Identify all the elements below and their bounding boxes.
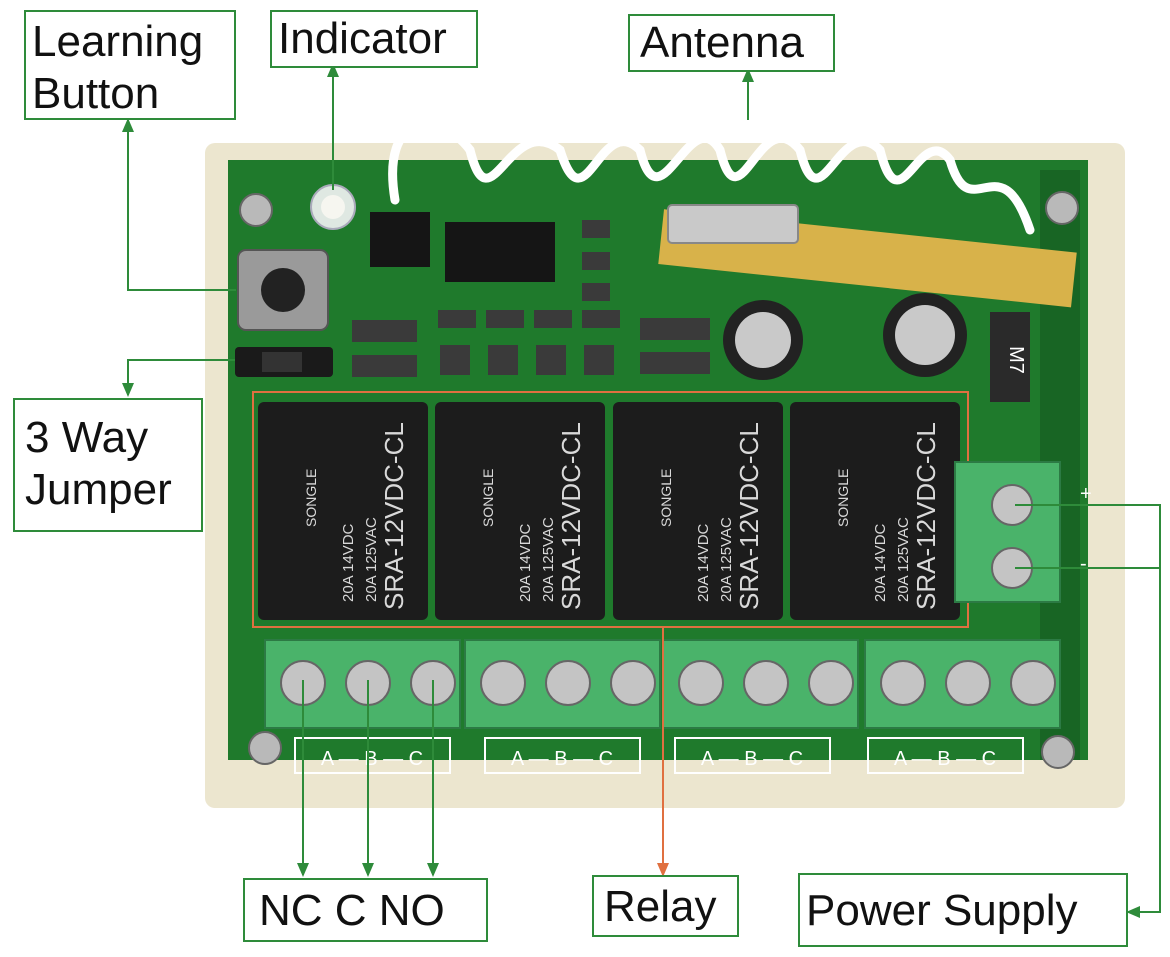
terminal-screw xyxy=(545,660,591,706)
power-terminal: + - xyxy=(954,461,1092,603)
learning-button-line1: Learning xyxy=(32,17,204,66)
relay-3-rating2: 20A 125VAC xyxy=(718,517,735,602)
indicator-led xyxy=(310,184,356,230)
terminal-screw xyxy=(678,660,724,706)
polarity-minus: - xyxy=(1080,553,1087,575)
jumper-line2: Jumper xyxy=(25,465,172,514)
eeprom-chip xyxy=(370,212,430,267)
terminal-label-3: A — B — C xyxy=(701,748,803,770)
relay-3-model: SRA-12VDC-CL xyxy=(734,422,764,610)
terminal-screw xyxy=(610,660,656,706)
jumper-line1: 3 Way xyxy=(25,413,149,462)
polarity-plus: + xyxy=(1080,483,1092,505)
relay-4-rating2: 20A 125VAC xyxy=(895,517,912,602)
terminal-screw xyxy=(743,660,789,706)
terminal-screw xyxy=(480,660,526,706)
learning-button-line2: Button xyxy=(32,69,160,118)
terminal-labels: A — B — C A — B — C A — B — C A — B — C xyxy=(294,737,1024,774)
decoder-chip xyxy=(445,222,555,282)
antenna-label: Antenna xyxy=(628,14,835,72)
learning-leader xyxy=(127,120,236,291)
power-supply-label: Power Supply xyxy=(798,873,1128,947)
relay-1-brand: SONGLE xyxy=(303,469,319,527)
arrowheads xyxy=(122,63,1140,918)
terminal-label-4: A — B — C xyxy=(894,748,996,770)
terminal-screw xyxy=(945,660,991,706)
relay-1-rating1: 20A 14VDC xyxy=(340,523,357,602)
learning-button-label: Learning Button xyxy=(24,10,236,120)
antenna-text: Antenna xyxy=(640,18,804,67)
three-way-jumper-label: 3 Way Jumper xyxy=(13,398,203,532)
indicator-text: Indicator xyxy=(278,14,447,63)
relay-4-rating1: 20A 14VDC xyxy=(872,523,889,602)
terminal-label-1: A — B — C xyxy=(321,748,423,770)
jumper xyxy=(235,347,333,377)
relay-2-brand: SONGLE xyxy=(480,469,496,527)
relay-1: SRA-12VDC-CL SONGLE 20A 14VDC 20A 125VAC xyxy=(258,402,428,620)
relay-2-model: SRA-12VDC-CL xyxy=(556,422,586,610)
nc-c-no-text: NC C NO xyxy=(259,886,445,935)
relay-3-rating1: 20A 14VDC xyxy=(695,523,712,602)
nc-c-no-label: NC C NO xyxy=(243,878,488,942)
antenna-coil xyxy=(388,119,1035,235)
diode-label: M7 xyxy=(1005,346,1027,374)
relay-3-brand: SONGLE xyxy=(658,469,674,527)
power-supply-text: Power Supply xyxy=(806,886,1078,935)
relay-2: SRA-12VDC-CL SONGLE 20A 14VDC 20A 125VAC xyxy=(435,402,605,620)
relay-1-rating2: 20A 125VAC xyxy=(363,517,380,602)
relay-2-rating2: 20A 125VAC xyxy=(540,517,557,602)
terminal-screw xyxy=(808,660,854,706)
relay-arrowhead xyxy=(657,863,669,877)
diode: M7 xyxy=(990,312,1030,402)
relay-1-model: SRA-12VDC-CL xyxy=(379,422,409,610)
relay-2-rating1: 20A 14VDC xyxy=(517,523,534,602)
mount-screws xyxy=(239,191,1079,769)
relay-4-model: SRA-12VDC-CL xyxy=(911,422,941,610)
relay-text: Relay xyxy=(604,882,717,931)
indicator-label: Indicator xyxy=(270,10,478,68)
relay-4-brand: SONGLE xyxy=(835,469,851,527)
power-leader-plus xyxy=(1015,504,1161,913)
relay-4: SRA-12VDC-CL SONGLE 20A 14VDC 20A 125VAC xyxy=(790,402,960,620)
terminal-screw xyxy=(880,660,926,706)
terminal-screw xyxy=(1010,660,1056,706)
smd-components xyxy=(352,220,710,377)
relay-3: SRA-12VDC-CL SONGLE 20A 14VDC 20A 125VAC xyxy=(613,402,783,620)
rf-module xyxy=(658,204,1077,308)
relay-label: Relay xyxy=(592,875,739,937)
terminal-label-2: A — B — C xyxy=(511,748,613,770)
capacitors xyxy=(723,293,967,380)
learning-button xyxy=(237,249,329,331)
